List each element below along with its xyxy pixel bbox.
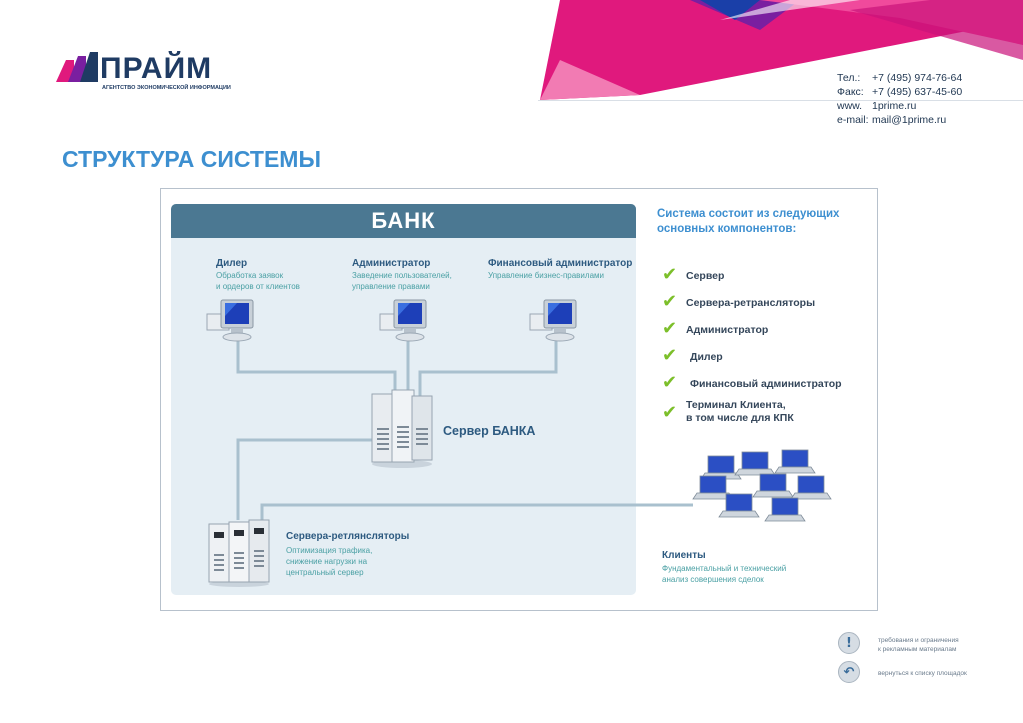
role-dealer-title: Дилер [216, 258, 248, 269]
component-item-client-terminal: Терминал Клиента, в том числе для КПК [686, 399, 794, 424]
admin-workstation-icon [379, 299, 427, 342]
client-laptops-icon [692, 449, 832, 522]
back-to-list-link[interactable]: вернуться к списку площадок [878, 670, 967, 677]
role-fin-admin-title: Финансовый администратор [488, 258, 633, 269]
contact-fax: Факс:+7 (495) 637-45-60 [837, 86, 963, 98]
check-icon: ✔ [662, 402, 678, 423]
back-arrow-icon[interactable]: ↶ [838, 661, 860, 683]
header-divider [538, 100, 1023, 101]
role-admin-title: Администратор [352, 258, 431, 269]
bank-server-label: Сервер БАНКА [443, 424, 536, 438]
role-fin-admin-desc: Управление бизнес-правилами [488, 271, 604, 280]
contact-email: e-mail:mail@1prime.ru [837, 114, 947, 126]
component-item-relays: Сервера-ретрансляторы [686, 297, 816, 309]
bank-title: БАНК [171, 204, 636, 238]
exclamation-icon[interactable]: ! [838, 632, 860, 654]
role-admin-desc: Заведение пользователей, управление прав… [352, 271, 452, 291]
dealer-workstation-icon [206, 299, 254, 342]
bank-server-icon [371, 389, 433, 468]
check-icon: ✔ [662, 318, 678, 339]
check-icon: ✔ [662, 372, 678, 393]
relay-servers-icon [208, 519, 270, 587]
component-item-fin-admin: Финансовый администратор [690, 378, 842, 390]
contact-www: www.1prime.ru [837, 100, 917, 112]
contact-phone: Тел.:+7 (495) 974-76-64 [837, 72, 963, 84]
check-icon: ✔ [662, 345, 678, 366]
prime-logo[interactable]: ПРАЙМ АГЕНТСТВО ЭКОНОМИЧЕСКОЙ ИНФОРМАЦИИ [56, 52, 236, 96]
check-icon: ✔ [662, 291, 678, 312]
contacts-block: Тел.:+7 (495) 974-76-64 Факс:+7 (495) 63… [837, 71, 962, 127]
fin-admin-workstation-icon [529, 299, 577, 342]
clients-desc: Фундаментальный и технический анализ сов… [662, 564, 787, 584]
prime-logo-icon [56, 52, 98, 82]
clients-title: Клиенты [662, 550, 706, 561]
logo-word: ПРАЙМ [100, 52, 213, 85]
page-title: СТРУКТУРА СИСТЕМЫ [62, 146, 321, 172]
check-icon: ✔ [662, 264, 678, 285]
role-dealer-desc: Обработка заявок и ордеров от клиентов [216, 271, 300, 291]
relay-servers-title: Сервера-ретлянсляторы [286, 531, 410, 542]
logo-subtitle: АГЕНТСТВО ЭКОНОМИЧЕСКОЙ ИНФОРМАЦИИ [102, 85, 231, 91]
components-heading: Система состоит из следующих основных ко… [657, 208, 840, 235]
requirements-link[interactable]: требования и ограничения к рекламным мат… [878, 637, 959, 653]
component-item-server: Сервер [686, 270, 725, 282]
component-item-admin: Администратор [686, 324, 769, 336]
relay-servers-desc: Оптимизация трафика, снижение нагрузки н… [286, 546, 373, 577]
component-item-dealer: Дилер [690, 351, 723, 363]
